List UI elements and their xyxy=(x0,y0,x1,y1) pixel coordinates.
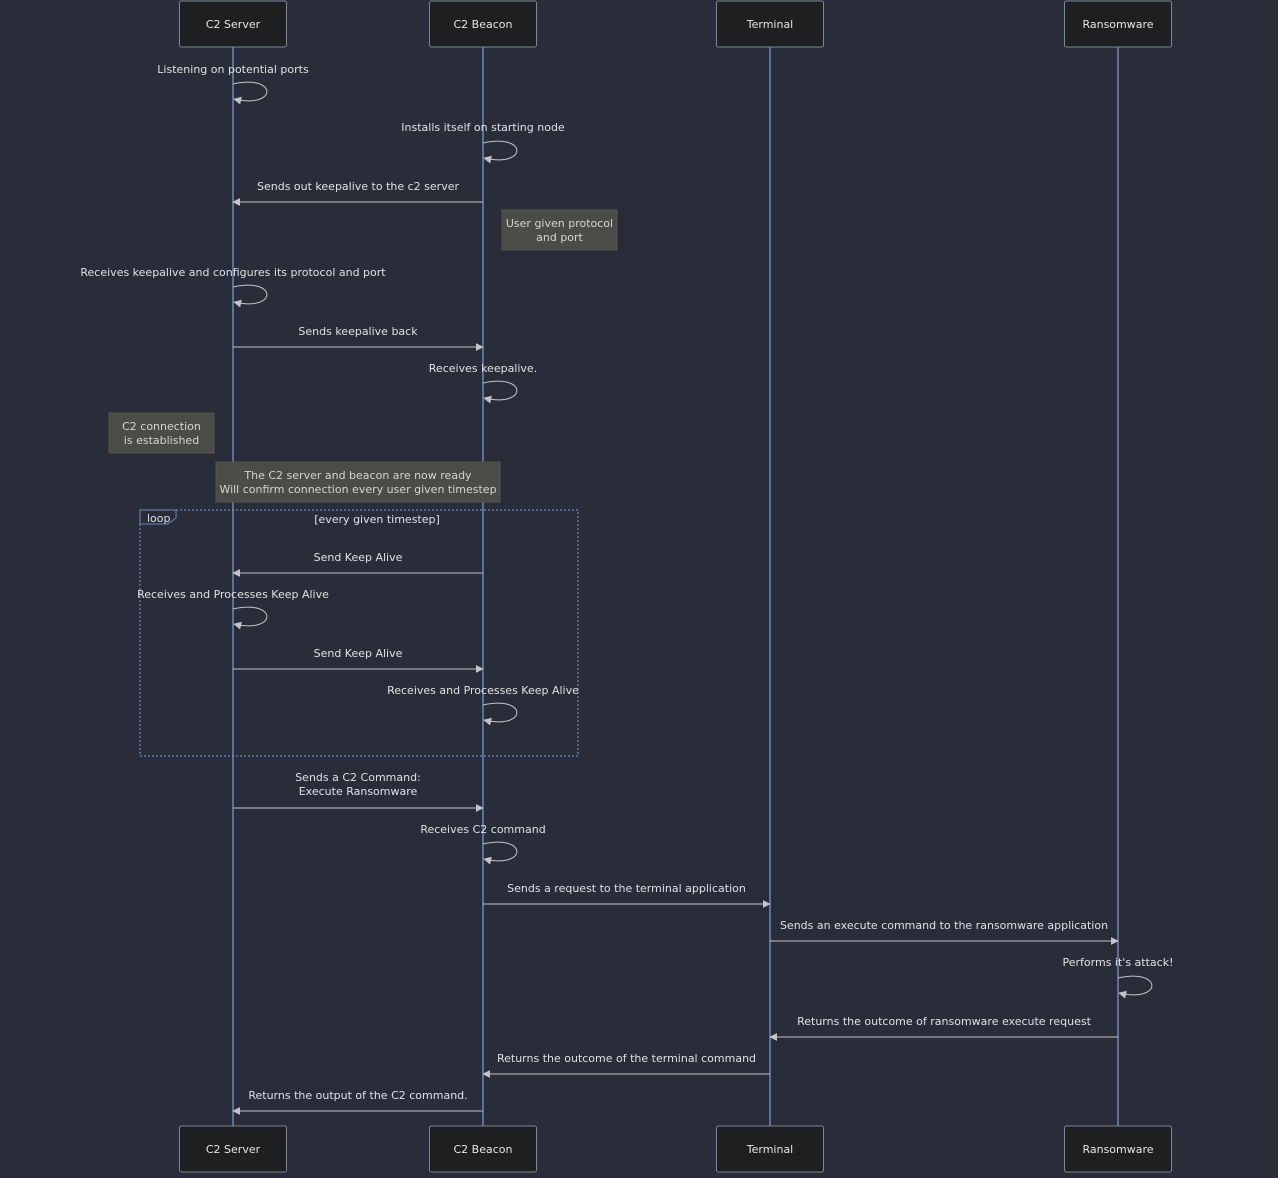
actor-label: C2 Beacon xyxy=(454,1143,513,1156)
message: Returns the outcome of ransomware execut… xyxy=(769,1015,1118,1041)
self-message-arrow xyxy=(482,140,518,164)
message: Sends a request to the terminal applicat… xyxy=(483,882,771,908)
message-label: Sends out keepalive to the c2 server xyxy=(257,180,459,193)
actor-ransomware-top: Ransomware xyxy=(1064,0,1172,48)
message: Returns the output of the C2 command. xyxy=(232,1089,483,1115)
actor-label: C2 Server xyxy=(206,1143,261,1156)
self-message-arrow xyxy=(232,606,268,630)
loop-frame xyxy=(139,509,579,757)
actor-label: Terminal xyxy=(746,18,794,31)
actor-ransomware-bottom: Ransomware xyxy=(1064,1125,1172,1173)
message-label: Sends keepalive back xyxy=(298,325,418,338)
message-label: Receives and Processes Keep Alive xyxy=(387,684,579,697)
actor-box xyxy=(716,1125,824,1173)
actor-box xyxy=(1064,0,1172,48)
loop-condition: [every given timestep] xyxy=(314,513,440,526)
message: Listening on potential ports xyxy=(157,63,309,105)
message: Receives C2 command xyxy=(420,823,546,865)
message-label: Sends a C2 Command:Execute Ransomware xyxy=(295,771,421,798)
message: Sends keepalive back xyxy=(233,325,484,351)
actor-beacon-bottom: C2 Beacon xyxy=(429,1125,537,1173)
note-box xyxy=(501,209,618,251)
message: Performs it's attack! xyxy=(1063,956,1174,999)
message-label: Receives C2 command xyxy=(420,823,545,836)
actor-beacon-top: C2 Beacon xyxy=(429,0,537,48)
message-label: Receives keepalive and configures its pr… xyxy=(80,266,386,279)
self-message-arrow xyxy=(1117,975,1153,999)
message: Receives and Processes Keep Alive xyxy=(137,588,329,630)
message: Returns the outcome of the terminal comm… xyxy=(482,1052,770,1078)
message-label: Performs it's attack! xyxy=(1063,956,1174,969)
note-box xyxy=(108,412,215,454)
actor-box xyxy=(179,0,287,48)
message: Sends a C2 Command:Execute Ransomware xyxy=(233,771,484,812)
actor-label: Ransomware xyxy=(1082,1143,1153,1156)
message: Receives and Processes Keep Alive xyxy=(387,684,579,726)
actor-server-top: C2 Server xyxy=(179,0,287,48)
actor-box xyxy=(716,0,824,48)
loop-label-tab xyxy=(139,509,177,525)
message: Receives keepalive. xyxy=(429,362,537,404)
message-label: Listening on potential ports xyxy=(157,63,309,76)
actor-label: Terminal xyxy=(746,1143,794,1156)
message-label: Sends an execute command to the ransomwa… xyxy=(780,919,1108,932)
message-label: Installs itself on starting node xyxy=(401,121,565,134)
actor-label: C2 Server xyxy=(206,18,261,31)
self-message-arrow xyxy=(482,702,518,726)
message: Sends an execute command to the ransomwa… xyxy=(770,919,1119,945)
loop-label: loop xyxy=(147,512,171,525)
actor-server-bottom: C2 Server xyxy=(179,1125,287,1173)
actor-box xyxy=(429,1125,537,1173)
message-label: Returns the outcome of the terminal comm… xyxy=(497,1052,756,1065)
message-label: Returns the outcome of ransomware execut… xyxy=(797,1015,1091,1028)
message: Send Keep Alive xyxy=(233,647,484,673)
message: Installs itself on starting node xyxy=(401,121,565,164)
message-label: Send Keep Alive xyxy=(314,647,403,660)
actor-box xyxy=(1064,1125,1172,1173)
self-message-arrow xyxy=(232,284,268,308)
self-message-arrow xyxy=(232,81,268,105)
message: Sends out keepalive to the c2 server xyxy=(232,180,483,206)
message-label: Send Keep Alive xyxy=(314,551,403,564)
message: Send Keep Alive xyxy=(232,551,483,577)
actor-label: C2 Beacon xyxy=(454,18,513,31)
self-message-arrow xyxy=(482,380,518,404)
message-label: Sends a request to the terminal applicat… xyxy=(507,882,746,895)
self-message-arrow xyxy=(482,841,518,865)
message-label: Receives keepalive. xyxy=(429,362,537,375)
actor-terminal-bottom: Terminal xyxy=(716,1125,824,1173)
message-label: Returns the output of the C2 command. xyxy=(248,1089,467,1102)
actor-box xyxy=(429,0,537,48)
actor-label: Ransomware xyxy=(1082,18,1153,31)
actor-box xyxy=(179,1125,287,1173)
message-label: Receives and Processes Keep Alive xyxy=(137,588,329,601)
message: Receives keepalive and configures its pr… xyxy=(80,266,386,308)
actor-terminal-top: Terminal xyxy=(716,0,824,48)
note-box xyxy=(215,461,501,503)
